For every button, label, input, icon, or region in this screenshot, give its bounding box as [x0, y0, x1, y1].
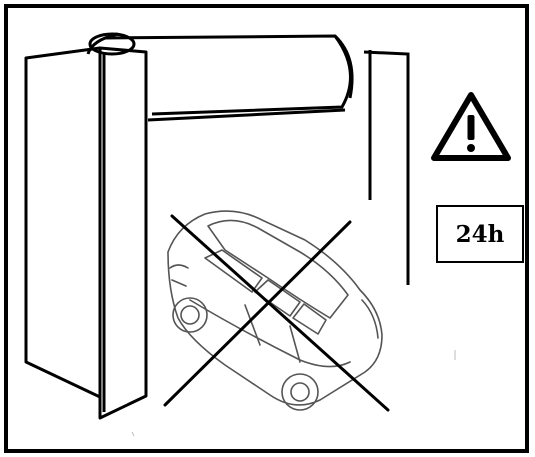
prohibition-x-mark: [163, 214, 390, 412]
warning-triangle-icon: [431, 92, 511, 161]
outer-frame: [4, 4, 529, 453]
floor-marks: [131, 350, 456, 437]
gantry-rails: [363, 50, 410, 285]
wash-gantry-pillar: [24, 46, 148, 420]
wash-roller: [86, 32, 354, 122]
duration-label: 24h: [455, 220, 505, 248]
duration-label-box: 24h: [436, 205, 524, 263]
car-illustration: [167, 210, 383, 411]
